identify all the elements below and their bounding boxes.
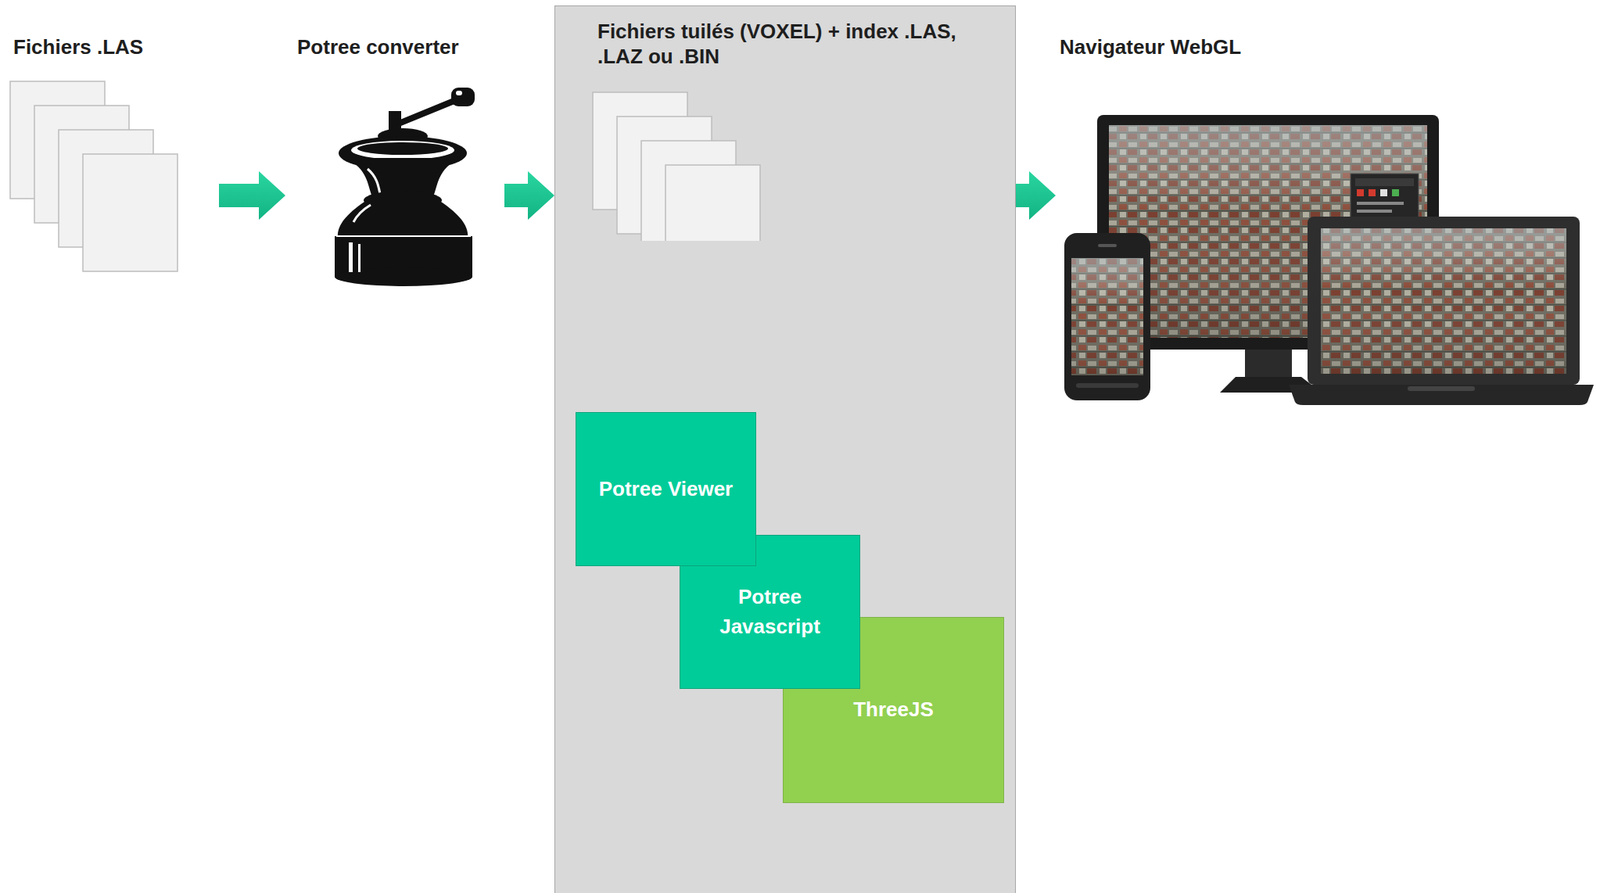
file-group: Fichiers .LAS: [7, 29, 219, 277]
box-label: ThreeJS: [853, 695, 934, 725]
grinder-icon-part: [351, 140, 455, 160]
devices-illustration-part: [1076, 383, 1139, 388]
devices-illustration-part: [1356, 209, 1392, 213]
grinder-icon-part: [348, 242, 353, 273]
grinder-icon-part: [357, 142, 449, 155]
devices-illustration-part: [1097, 243, 1117, 248]
devices-illustration-part: [1391, 189, 1400, 197]
devices-illustration-part: [1064, 233, 1151, 401]
file-stack-part: [82, 154, 178, 272]
devices-illustration-part: [1288, 384, 1594, 406]
devices-illustration-part: [1355, 178, 1414, 187]
box-label: Potree Javascript: [707, 582, 833, 642]
group-heading: Fichiers tuilés (VOXEL) + index .LAS, .L…: [597, 19, 989, 69]
grinder-icon-part: [394, 98, 460, 126]
grinder-icon-part: [451, 87, 475, 107]
grinder-icon-part: [353, 204, 371, 223]
devices-illustration-part: [1244, 349, 1292, 378]
converter-group: Potree converter: [285, 29, 505, 288]
group-heading: Navigateur WebGL: [1059, 35, 1242, 61]
grinder-icon-part: [334, 267, 473, 287]
flow-arrow: [1015, 171, 1056, 220]
group-heading: Potree converter: [297, 35, 460, 61]
grinder-icon-part: [336, 235, 471, 237]
flow-arrow: [504, 171, 555, 220]
devices-illustration-part: [1320, 228, 1567, 374]
box-label: Potree Viewer: [599, 474, 734, 505]
devices-illustration-part: [1307, 216, 1580, 385]
flow-arrow: [218, 171, 286, 220]
devices-illustration-part: [1356, 201, 1404, 205]
devices-illustration-part: [1380, 189, 1388, 197]
devices-illustration-part: [1368, 189, 1376, 197]
output-band: Fichiers tuilés (VOXEL) + index .LAS, .L…: [554, 5, 1016, 893]
devices-illustration-part: [1071, 258, 1144, 376]
devices-illustration-part: [1356, 189, 1364, 197]
grinder-icon-part: [455, 90, 463, 96]
grinder-icon-part: [367, 168, 381, 194]
file-stack: [10, 81, 178, 272]
browser-group: Navigateur WebGL: [1055, 29, 1596, 406]
grinder-icon: [334, 87, 475, 287]
process-box: Potree Viewer: [575, 412, 757, 567]
devices-illustration-part: [1407, 386, 1475, 392]
devices-illustration-part: [1071, 258, 1144, 376]
devices-illustration-part: [1320, 228, 1567, 374]
grinder-icon-part: [337, 201, 468, 240]
devices-illustration-part: [1350, 173, 1419, 220]
tile-file-page: [665, 165, 761, 241]
devices-illustration: [1064, 114, 1594, 406]
grinder-icon-part: [358, 243, 361, 273]
group-heading: Fichiers .LAS: [13, 35, 144, 61]
